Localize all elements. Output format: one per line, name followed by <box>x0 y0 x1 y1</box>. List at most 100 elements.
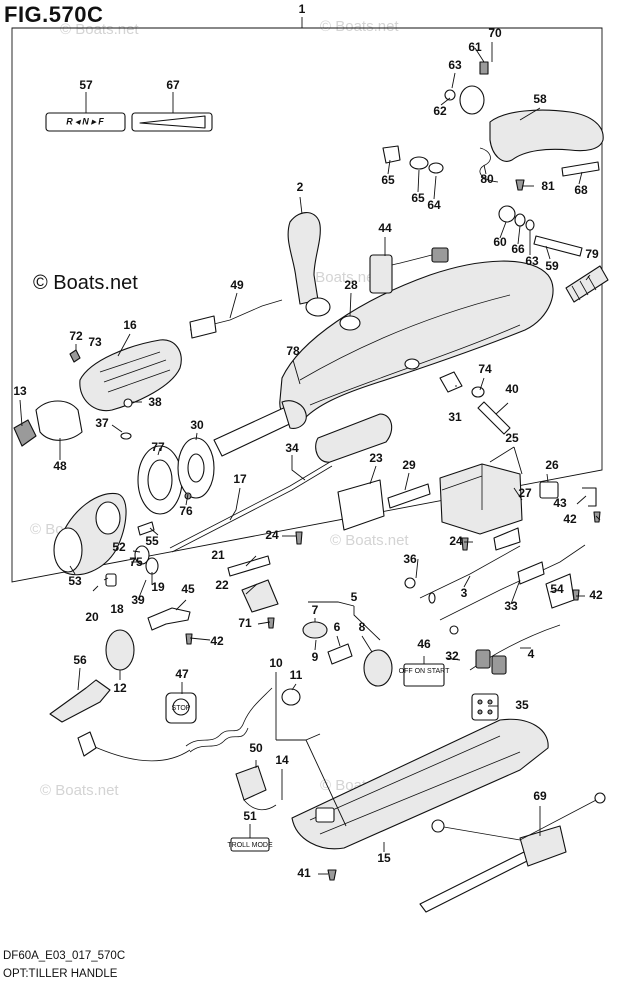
harness-connector <box>369 247 449 294</box>
callout-66: 66 <box>511 242 525 256</box>
callout-32: 32 <box>445 649 459 663</box>
callout-68: 68 <box>574 183 588 197</box>
callout-25: 25 <box>505 431 519 445</box>
callout-79: 79 <box>585 247 599 261</box>
callout-41: 41 <box>297 866 311 880</box>
callout-60: 60 <box>493 235 507 249</box>
throttle-decal <box>131 112 213 132</box>
watermark: © Boats.net <box>300 269 379 286</box>
shift-decal-text: R ◂ N ▸ F <box>66 116 104 126</box>
callout-55: 55 <box>145 534 159 548</box>
callout-38: 38 <box>148 395 162 409</box>
callout-52: 52 <box>112 540 126 554</box>
callout-46: 46 <box>417 637 431 651</box>
callout-63a: 63 <box>448 58 462 72</box>
callout-11: 11 <box>290 668 303 682</box>
troll-mode-text: TROLL MODE <box>227 842 273 849</box>
troll-switch <box>235 765 267 801</box>
callout-20: 20 <box>85 610 99 624</box>
callout-63b: 63 <box>525 254 539 268</box>
shift-shaft-housing <box>315 413 393 463</box>
callout-45: 45 <box>181 582 195 596</box>
callout-57: 57 <box>79 78 93 92</box>
callout-7: 7 <box>312 603 319 617</box>
key-switch-cap <box>302 621 328 639</box>
spring <box>565 265 609 303</box>
callout-65a: 65 <box>381 173 395 187</box>
callout-12: 12 <box>113 681 127 695</box>
callout-1: 1 <box>299 2 306 16</box>
callout-28: 28 <box>344 278 358 292</box>
lower-cover <box>291 718 549 850</box>
callout-70: 70 <box>488 26 502 40</box>
grip-end-cap <box>35 400 83 441</box>
callout-48: 48 <box>53 459 67 473</box>
callout-64: 64 <box>427 198 441 212</box>
figure-caption: OPT:TILLER HANDLE <box>3 968 118 980</box>
callout-24b: 24 <box>449 534 463 548</box>
callout-81: 81 <box>541 179 555 193</box>
shift-lever <box>287 212 321 305</box>
figure-code: DF60A_E03_017_570C <box>3 950 126 962</box>
callout-75: 75 <box>129 555 143 569</box>
callout-13: 13 <box>13 384 27 398</box>
callout-53: 53 <box>68 574 82 588</box>
callouts: 1 2 3 4 5 6 7 8 9 10 11 12 13 14 15 16 1… <box>13 2 603 880</box>
switch-plate-decal: OFF ON START <box>399 663 450 687</box>
leader-lines <box>19 17 601 875</box>
watermark: © Boats.net <box>60 21 139 38</box>
callout-47: 47 <box>175 667 189 681</box>
tiller-handle-body <box>279 260 554 421</box>
callout-80: 80 <box>480 172 494 186</box>
shift-rod <box>169 461 331 549</box>
ignition-switch <box>363 649 393 687</box>
callout-34: 34 <box>285 441 299 455</box>
callout-58: 58 <box>533 92 547 106</box>
callout-15: 15 <box>377 851 391 865</box>
callout-29: 29 <box>402 458 416 472</box>
callout-18: 18 <box>110 602 124 616</box>
switch-plate-text: OFF ON START <box>399 668 450 675</box>
callout-78: 78 <box>286 344 300 358</box>
watermark: © Boats.net <box>330 532 409 549</box>
callout-14: 14 <box>275 753 289 767</box>
callout-21: 21 <box>211 548 225 562</box>
callout-49: 49 <box>230 278 244 292</box>
bushing <box>339 315 361 331</box>
bolt <box>561 161 600 177</box>
stop-switch: STOP <box>165 692 197 724</box>
callout-65b: 65 <box>411 191 425 205</box>
callout-24a: 24 <box>265 528 279 542</box>
callout-27: 27 <box>518 486 532 500</box>
shift-decal: R ◂ N ▸ F <box>45 112 126 132</box>
callout-54: 54 <box>550 582 564 596</box>
callout-9: 9 <box>312 650 319 664</box>
callout-73: 73 <box>88 335 102 349</box>
callout-31: 31 <box>448 410 462 424</box>
callout-6: 6 <box>334 620 341 634</box>
callout-56: 56 <box>73 653 87 667</box>
callout-16: 16 <box>123 318 137 332</box>
assembly-boundary <box>11 27 603 583</box>
callout-23: 23 <box>369 451 383 465</box>
callout-71: 71 <box>238 616 252 630</box>
callout-37: 37 <box>95 416 109 430</box>
callout-19: 19 <box>151 580 165 594</box>
friction-knob <box>105 629 135 671</box>
callout-17: 17 <box>233 472 247 486</box>
friction-lever <box>49 679 111 723</box>
callout-50: 50 <box>249 741 263 755</box>
callout-77: 77 <box>151 440 165 454</box>
callout-2: 2 <box>297 180 304 194</box>
emergency-stop-lanyard <box>77 687 273 762</box>
callout-69: 69 <box>533 789 547 803</box>
callout-35: 35 <box>515 698 529 712</box>
watermark: © Boats.net <box>40 782 119 799</box>
callout-8: 8 <box>359 620 366 634</box>
callout-74: 74 <box>478 362 492 376</box>
shift-box-assembly <box>439 463 523 535</box>
throttle-link-plate <box>337 479 385 531</box>
callout-59: 59 <box>545 259 559 273</box>
figure-title: FIG.570C <box>4 2 104 27</box>
